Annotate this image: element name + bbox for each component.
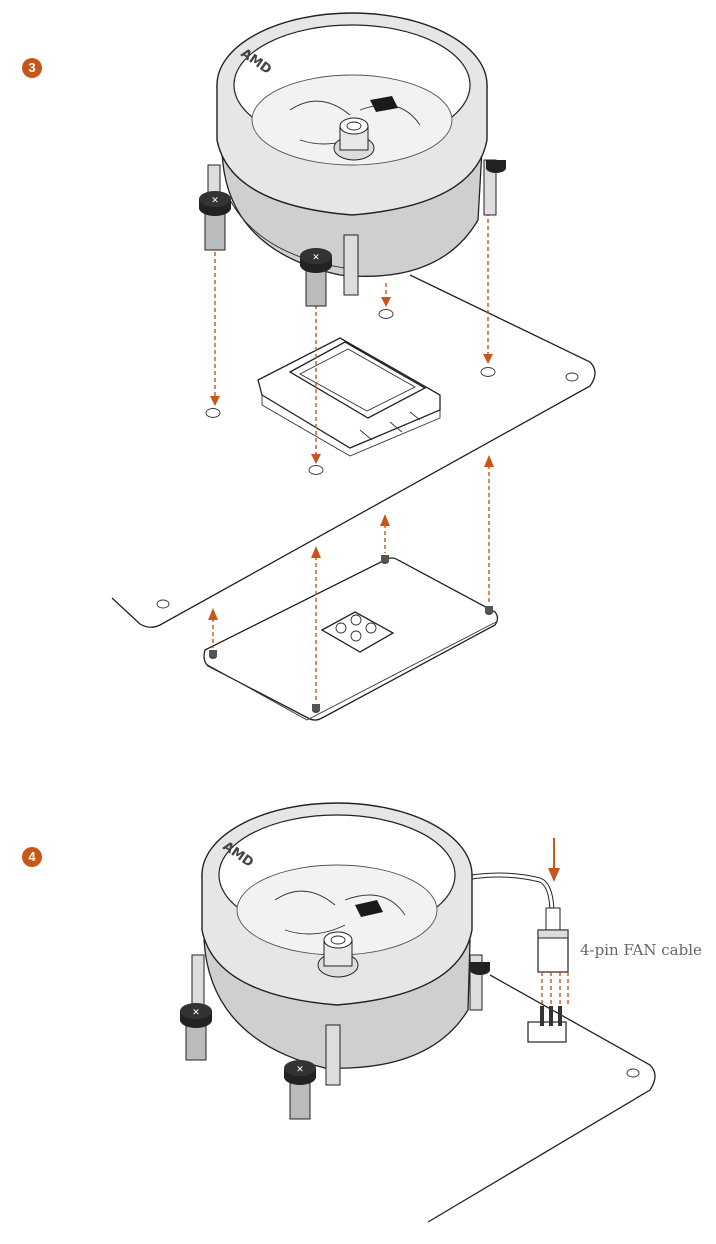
screw-hole (379, 310, 393, 319)
backplate-center-pad (322, 612, 393, 652)
cpu-cooler-step4: AMD ✕ ✕ (180, 803, 490, 1119)
svg-text:✕: ✕ (312, 253, 320, 263)
svg-text:✕: ✕ (296, 1065, 304, 1075)
thumbscrew: ✕ (180, 1003, 212, 1060)
screw-hole (206, 409, 220, 418)
svg-text:✕: ✕ (192, 1008, 200, 1018)
thumbscrew: ✕ (199, 191, 231, 250)
backplate-post (209, 650, 217, 659)
mount-hole (157, 600, 169, 608)
cpu-cooler-step3: AMD ✕ ✕ (199, 13, 506, 306)
thumbscrew: ✕ (284, 1060, 316, 1119)
svg-text:✕: ✕ (211, 196, 219, 206)
screw-hole (309, 466, 323, 475)
backplate-post (381, 555, 389, 564)
backplate (204, 555, 498, 720)
thumbscrew (486, 160, 506, 173)
fan-cable-label: 4-pin FAN cable (580, 941, 702, 959)
cpu-fan-header (528, 1006, 566, 1042)
cpu-socket (258, 338, 440, 456)
mount-hole (566, 373, 578, 381)
motherboard-plate-step3 (112, 275, 595, 627)
thumbscrew (470, 962, 490, 975)
mount-hole (627, 1069, 639, 1077)
screw-hole (481, 368, 495, 377)
thumbscrew: ✕ (300, 248, 332, 306)
backplate-post (312, 704, 320, 713)
backplate-post (485, 606, 493, 615)
